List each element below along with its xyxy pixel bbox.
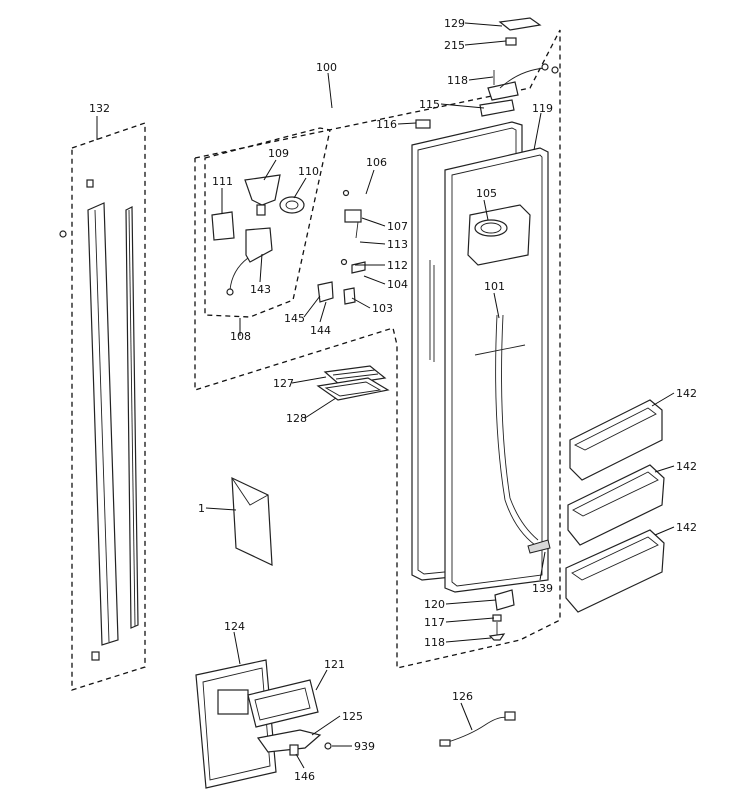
door-assembly-boundary [194, 29, 561, 669]
callout-108: 108 [230, 330, 251, 343]
trays [316, 365, 390, 401]
callout-1: 1 [198, 502, 205, 515]
trim-assembly-boundary [71, 122, 146, 691]
callout-115: 115 [419, 98, 440, 111]
callout-144: 144 [310, 324, 331, 337]
callout-110: 110 [298, 165, 319, 178]
callout-119: 119 [532, 102, 553, 115]
callout-939: 939 [354, 740, 375, 753]
side-trim-strips [59, 179, 139, 661]
callout-109: 109 [268, 147, 289, 160]
callout-112: 112 [387, 259, 408, 272]
manual [231, 477, 273, 566]
callout-labels: 129 215 100 118 132 115 119 116 109 110 … [89, 17, 697, 783]
callout-125: 125 [342, 710, 363, 723]
callout-113: 113 [387, 238, 408, 251]
callout-105: 105 [476, 187, 497, 200]
callout-127: 127 [273, 377, 294, 390]
callout-145: 145 [284, 312, 305, 325]
callout-126: 126 [452, 690, 473, 703]
door-bins [565, 399, 665, 613]
callout-104: 104 [387, 278, 408, 291]
callout-111: 111 [212, 175, 233, 188]
water-fitting [527, 539, 551, 554]
callout-215: 215 [444, 39, 465, 52]
dispenser-panel [195, 659, 332, 789]
dispenser-subassembly-boundary [204, 127, 331, 318]
callout-118: 118 [447, 74, 468, 87]
callout-107: 107 [387, 220, 408, 233]
callout-118-bottom: 118 [424, 636, 445, 649]
callout-106: 106 [366, 156, 387, 169]
wire-harness [447, 716, 509, 743]
callout-129: 129 [444, 17, 465, 30]
top-hinge-parts [415, 17, 559, 129]
callout-116: 116 [376, 118, 397, 131]
callout-142-top: 142 [676, 387, 697, 400]
callout-124: 124 [224, 620, 245, 633]
callout-100: 100 [316, 61, 337, 74]
callout-117: 117 [424, 616, 445, 629]
callout-146: 146 [294, 770, 315, 783]
callout-101: 101 [484, 280, 505, 293]
callout-128: 128 [286, 412, 307, 425]
callout-121: 121 [324, 658, 345, 671]
leader-lines [96, 22, 675, 769]
bottom-hinge-parts [488, 589, 515, 641]
callout-103: 103 [372, 302, 393, 315]
callout-120: 120 [424, 598, 445, 611]
callout-139: 139 [532, 582, 553, 595]
callout-143: 143 [250, 283, 271, 296]
dispenser-housing [467, 204, 531, 266]
callout-132: 132 [89, 102, 110, 115]
callout-142-middle: 142 [676, 460, 697, 473]
dispenser-subassembly-parts [211, 174, 366, 305]
callout-142-bottom: 142 [676, 521, 697, 534]
